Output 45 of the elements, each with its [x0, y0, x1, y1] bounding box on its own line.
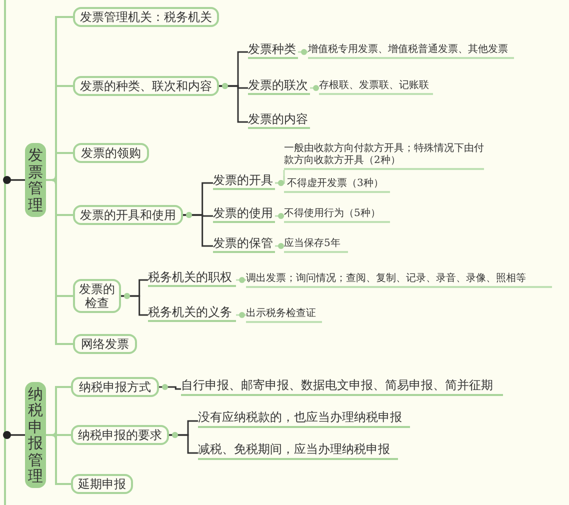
connector: [236, 277, 246, 283]
branch-label: 发票种类: [248, 41, 298, 59]
branch-label: 发票的使用: [213, 205, 275, 223]
connector: [275, 243, 284, 249]
connector: [219, 83, 248, 123]
connector: [298, 49, 308, 55]
subtopic-box: 发票的检查: [73, 279, 121, 313]
note-text: 不得虚开发票（3种）: [284, 176, 390, 193]
branch-label: 税务机关的义务: [148, 304, 236, 322]
connector: [46, 175, 73, 345]
connector: [183, 212, 213, 247]
connector: [169, 432, 198, 454]
branch-label: 自行申报、邮寄申报、数据电文申报、简易申报、简并征期: [181, 377, 503, 396]
subtopic-box: 发票管理机关：税务机关: [73, 7, 219, 27]
subtopic-box: 纳税申报方式: [71, 377, 159, 397]
subtopic-box: 网络发票: [73, 334, 137, 354]
branch-label: 没有应纳税款的，也应当办理纳税申报: [198, 409, 410, 428]
connector: [121, 293, 148, 316]
note-text: 调出发票；询问情况；查阅、复制、记录、录音、录像、照相等: [246, 271, 552, 288]
connector: [159, 384, 181, 390]
branch-label: 发票的联次: [248, 77, 310, 95]
connector: [275, 176, 285, 186]
branch-label: 发票的内容: [248, 111, 310, 129]
branch-label: 发票的开具: [213, 172, 275, 190]
connector: [236, 312, 246, 318]
branch-label: 税务机关的职权: [148, 269, 236, 287]
connector: [310, 85, 319, 91]
connector: [3, 431, 25, 439]
topic-box: 纳税申报管理: [25, 382, 46, 488]
subtopic-box: 发票的开具和使用: [73, 205, 183, 225]
subtopic-box: 延期申报: [71, 474, 133, 494]
topic-box: 发票管理: [25, 143, 46, 217]
subtopic-box: 发票的种类、联次和内容: [73, 76, 219, 96]
branch-label: 减税、免税期间，应当办理纳税申报: [198, 441, 398, 460]
note-text: 不得使用行为（5种）: [284, 206, 390, 223]
connector: [3, 176, 25, 184]
note-text: 出示税务检查证: [246, 306, 322, 323]
note-text: 应当保存5年: [284, 236, 348, 253]
branch-label: 发票的保管: [213, 235, 275, 253]
note-text: 增值税专用发票、增值税普通发票、其他发票: [308, 42, 514, 59]
subtopic-box: 发票的领购: [73, 143, 149, 163]
note-text: 存根联、发票联、记账联: [319, 78, 433, 95]
subtopic-box: 纳税申报的要求: [71, 425, 169, 445]
connector: [275, 213, 284, 219]
note-text: 一般由收款方向付款方开具；特殊情况下由付款方向收款方开具（2种）: [284, 142, 484, 170]
